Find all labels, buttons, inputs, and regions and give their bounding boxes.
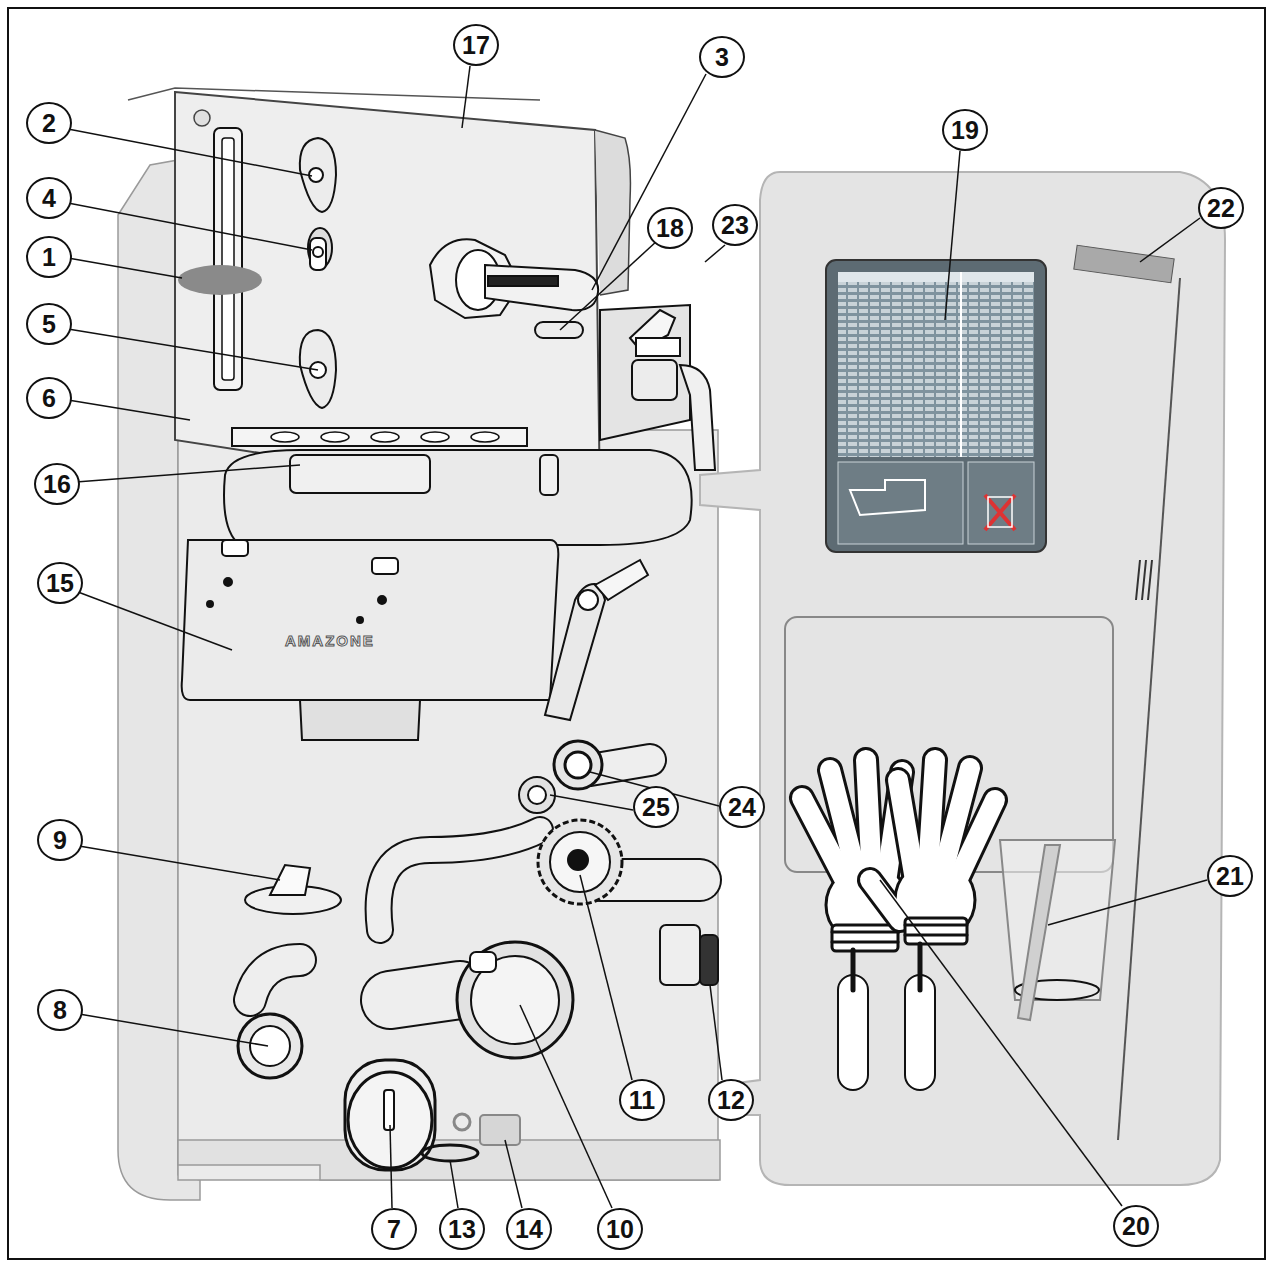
callout-number: 1 xyxy=(26,236,72,278)
callout-text: 13 xyxy=(448,1217,476,1242)
callout-number: 10 xyxy=(597,1208,643,1250)
callout-text: 11 xyxy=(629,1088,655,1113)
callout-number: 20 xyxy=(1113,1205,1159,1247)
machine-body xyxy=(118,88,720,1200)
cabinet-door xyxy=(700,172,1225,1185)
fittings xyxy=(535,305,715,470)
callout-text: 12 xyxy=(717,1088,745,1113)
callout-text: 22 xyxy=(1207,196,1235,221)
callout-number: 11 xyxy=(619,1079,665,1121)
callout-number: 7 xyxy=(371,1208,417,1250)
brand-text: AMAZONE xyxy=(285,632,375,649)
callout-number: 16 xyxy=(34,463,80,505)
leader-lines xyxy=(68,66,1207,1208)
callout-number: 13 xyxy=(439,1208,485,1250)
callout-text: 23 xyxy=(721,213,749,238)
callout-text: 21 xyxy=(1216,864,1244,889)
callout-text: 5 xyxy=(42,312,56,337)
callout-text: 25 xyxy=(642,795,670,820)
callout-text: 3 xyxy=(715,45,729,70)
pipework xyxy=(250,760,700,1000)
callout-text: 2 xyxy=(42,111,56,136)
frame xyxy=(8,8,1265,1259)
gloves xyxy=(802,760,995,1090)
callout-number: 5 xyxy=(26,303,72,345)
callout-number: 2 xyxy=(26,102,72,144)
level-indicator xyxy=(178,128,262,390)
callout-number: 21 xyxy=(1207,855,1253,897)
callout-number: 17 xyxy=(453,24,499,66)
callout-text: 24 xyxy=(728,795,756,820)
callout-number: 14 xyxy=(506,1208,552,1250)
spray-table-screen xyxy=(826,260,1046,552)
callout-text: 8 xyxy=(53,998,67,1023)
callout-number: 6 xyxy=(26,377,72,419)
callout-text: 4 xyxy=(42,186,56,211)
callout-text: 16 xyxy=(43,472,71,497)
spray-gun xyxy=(545,560,648,720)
callout-text: 7 xyxy=(387,1217,401,1242)
couplings xyxy=(238,741,718,1170)
callout-number: 18 xyxy=(647,207,693,249)
callout-number: 24 xyxy=(719,786,765,828)
measuring-cup xyxy=(1000,840,1115,1020)
callout-text: 6 xyxy=(42,386,56,411)
callout-number: 3 xyxy=(699,36,745,78)
lever-valve xyxy=(430,239,598,318)
callout-number: 19 xyxy=(942,109,988,151)
callout-number: 4 xyxy=(26,177,72,219)
callout-text: 18 xyxy=(656,216,684,241)
callout-text: 10 xyxy=(606,1217,634,1242)
callout-text: 15 xyxy=(46,571,74,596)
callout-text: 19 xyxy=(951,118,979,143)
tank-and-rack xyxy=(182,428,692,740)
callout-number: 12 xyxy=(708,1079,754,1121)
callout-text: 20 xyxy=(1122,1214,1150,1239)
callout-text: 14 xyxy=(515,1217,543,1242)
callout-number: 15 xyxy=(37,562,83,604)
callout-number: 8 xyxy=(37,989,83,1031)
callout-number: 9 xyxy=(37,819,83,861)
callout-number: 23 xyxy=(712,204,758,246)
callout-text: 17 xyxy=(462,33,490,58)
callout-text: 9 xyxy=(53,828,67,853)
callout-text: 1 xyxy=(42,245,56,270)
callout-number: 22 xyxy=(1198,187,1244,229)
callout-number: 25 xyxy=(633,786,679,828)
